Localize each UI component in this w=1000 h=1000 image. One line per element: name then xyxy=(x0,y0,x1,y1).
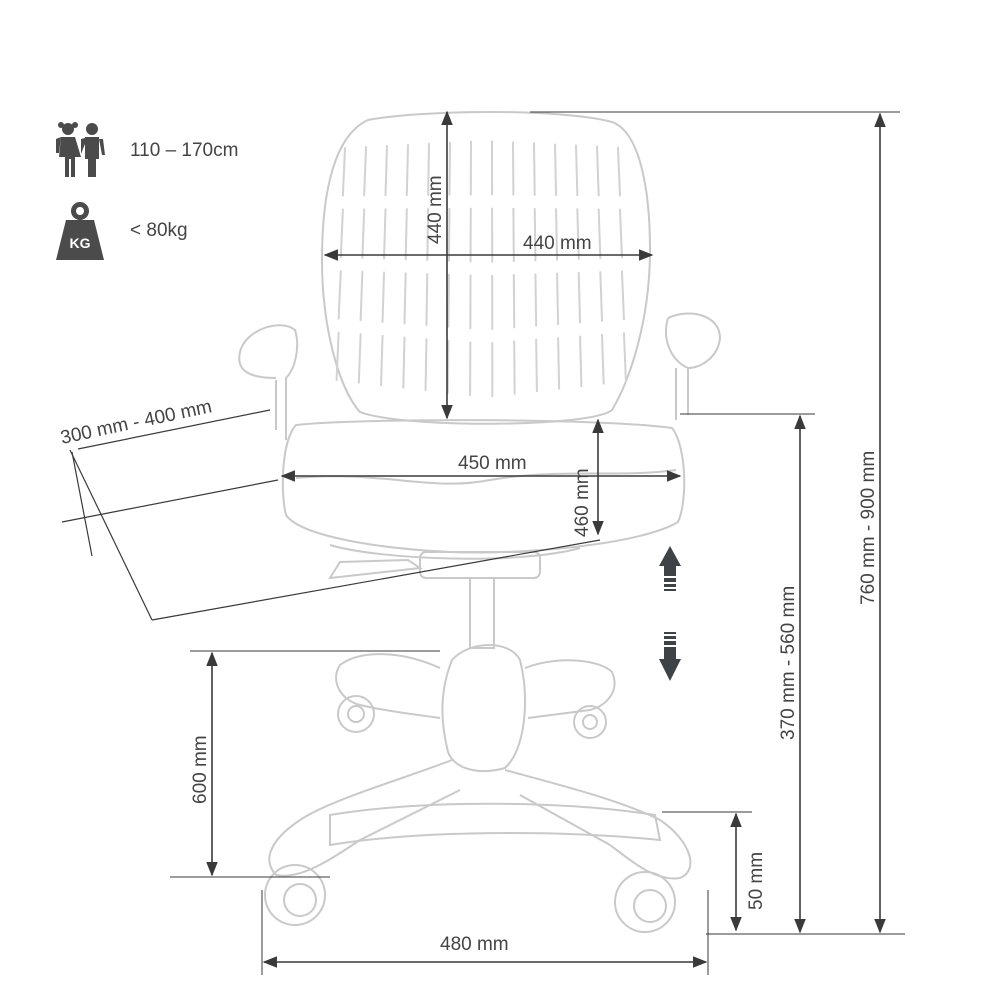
base-height-label: 600 mm xyxy=(190,735,211,804)
up-arrow-icon xyxy=(659,546,681,591)
backrest-slot xyxy=(339,208,344,259)
seat-width-label: 450 mm xyxy=(458,453,527,474)
backrest-slot xyxy=(381,271,386,323)
backrest-slot xyxy=(384,144,388,197)
armrest-right xyxy=(665,312,722,420)
backrest-slots xyxy=(335,140,627,398)
backrest-slot xyxy=(447,207,451,262)
height-spec-label: 110 – 170cm xyxy=(130,140,239,161)
backrest-slot xyxy=(341,147,346,197)
backrest-slot xyxy=(448,141,451,196)
backrest-outline xyxy=(320,111,652,425)
seat-height-label: 460 mm xyxy=(572,468,593,537)
down-arrow-icon xyxy=(659,632,681,681)
backrest-slot xyxy=(337,270,342,320)
backrest-slot xyxy=(404,208,408,261)
backrest-slot xyxy=(577,271,582,324)
gas-column xyxy=(469,577,495,649)
weight-spec: KG < 80kg xyxy=(52,200,188,262)
backrest-slot xyxy=(357,333,362,384)
backrest-slot xyxy=(447,273,450,328)
seat-depth-label: 300 mm - 400 mm xyxy=(59,396,214,449)
backrest-slot xyxy=(446,339,450,394)
weight-spec-label: < 80kg xyxy=(130,220,188,241)
backrest-slot xyxy=(425,273,429,327)
backrest-slot xyxy=(618,208,623,259)
backrest-slot xyxy=(600,333,605,385)
backrest-slot xyxy=(335,331,340,382)
weight-kg-icon: KG xyxy=(52,200,108,262)
backrest-slot xyxy=(402,336,406,389)
backrest-slot xyxy=(380,334,384,387)
backrest-slot xyxy=(534,273,538,327)
seat-floor-label: 370 mm - 560 mm xyxy=(778,586,799,740)
footrest xyxy=(329,802,662,847)
backrest-slot xyxy=(533,142,536,196)
weight-icon-text: KG xyxy=(70,235,91,251)
backrest-slot xyxy=(427,142,430,196)
chair-sketch xyxy=(238,111,722,933)
backrest-slot xyxy=(556,272,560,326)
seat-underside xyxy=(329,544,581,560)
backrest-slot xyxy=(363,146,367,197)
backrest-slot xyxy=(617,146,621,197)
backrest-slot xyxy=(599,271,603,322)
backrest-slot xyxy=(575,144,579,197)
backrest-slot xyxy=(620,270,625,321)
total-height-label: 760 mm - 900 mm xyxy=(858,451,879,605)
height-spec: 110 – 170cm xyxy=(52,120,238,182)
backrest-slot xyxy=(579,335,583,388)
backrest-height-label: 440 mm xyxy=(425,175,446,244)
backrest-slot xyxy=(554,143,558,197)
seat-outline xyxy=(281,419,686,554)
dimension-lines xyxy=(61,110,905,975)
backrest-slot xyxy=(596,145,600,197)
backrest-slot xyxy=(383,208,387,260)
footrest-height-label: 50 mm xyxy=(746,852,767,910)
backrest-width-label: 440 mm xyxy=(523,233,592,254)
backrest-slot xyxy=(405,143,409,197)
backrest-slot xyxy=(535,338,538,393)
backrest-slot xyxy=(424,338,428,392)
base-width-label: 480 mm xyxy=(440,934,509,955)
backrest-slot xyxy=(597,208,602,260)
seat-depth-line xyxy=(71,451,93,557)
armrest-left xyxy=(238,324,299,440)
backrest-slot xyxy=(359,270,364,322)
children-icon xyxy=(52,120,108,182)
base-legs xyxy=(268,653,692,880)
backrest-slot xyxy=(622,332,627,383)
backrest-slot xyxy=(361,208,366,259)
backrest-slot xyxy=(557,337,561,390)
backrest-slot xyxy=(403,272,407,325)
